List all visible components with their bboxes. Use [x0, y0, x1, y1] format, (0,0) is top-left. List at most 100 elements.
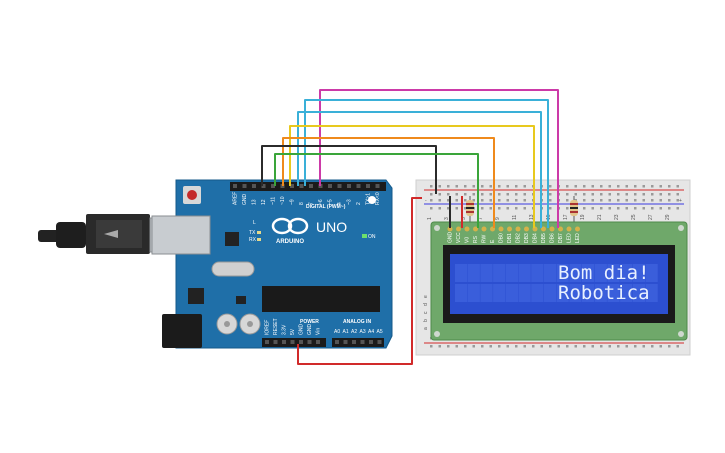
- lcd-pin[interactable]: [507, 226, 512, 232]
- digital-pin-hole[interactable]: [309, 184, 313, 188]
- lcd-pin-label: DB5: [541, 233, 547, 243]
- analog-pin-hole[interactable]: [360, 340, 365, 344]
- lcd-pin[interactable]: [447, 226, 453, 232]
- breadboard-row-letter: c: [423, 311, 429, 314]
- digital-pin-hole[interactable]: [271, 184, 275, 188]
- lcd-pin-label: RW: [482, 234, 488, 243]
- wire-green[interactable]: [274, 153, 479, 228]
- lcd-pin[interactable]: [456, 226, 461, 232]
- lcd-pin[interactable]: [498, 226, 504, 232]
- wire-black[interactable]: [261, 145, 437, 194]
- resistor-left[interactable]: [466, 196, 474, 222]
- analog-pin-hole[interactable]: [377, 340, 382, 344]
- breadboard-row-letter: d: [423, 303, 429, 306]
- power-pin-hole[interactable]: [316, 340, 320, 344]
- arduino-uno-board[interactable]: ARDUINO UNO L TX RX ON DIGITAL (PWM~) PO…: [151, 179, 393, 349]
- on-led-label: ON: [368, 234, 376, 240]
- lcd-pin[interactable]: [549, 226, 555, 232]
- lcd-pin-label: V0: [465, 237, 471, 243]
- analog-pin-hole[interactable]: [352, 340, 356, 344]
- wires[interactable]: [261, 89, 559, 365]
- lcd-pin[interactable]: [566, 226, 572, 232]
- power-pin-hole[interactable]: [290, 340, 295, 344]
- lcd-pin[interactable]: [464, 226, 470, 232]
- digital-pin-label: TX>1: [366, 193, 372, 205]
- resistor-right[interactable]: [570, 196, 578, 222]
- lcd-pin[interactable]: [575, 226, 580, 232]
- lcd-pin-label: DB6: [550, 233, 556, 243]
- digital-pin-hole[interactable]: [242, 184, 247, 188]
- analog-header[interactable]: [332, 338, 384, 347]
- digital-pin-hole[interactable]: [356, 184, 361, 188]
- breadboard-column-number: 5: [461, 217, 467, 220]
- analog-pin-hole[interactable]: [369, 340, 373, 344]
- analog-pin-label: A1: [343, 329, 349, 335]
- lcd-pin[interactable]: [515, 226, 521, 232]
- digital-pin-hole[interactable]: [252, 184, 256, 188]
- rail-plus-label: +: [679, 198, 682, 204]
- breadboard-column-number: 11: [512, 215, 518, 220]
- lcd-pin[interactable]: [524, 226, 529, 232]
- lcd-pin[interactable]: [473, 226, 478, 232]
- digital-header-label: DIGITAL (PWM~): [306, 204, 346, 210]
- power-pin-hole[interactable]: [265, 340, 269, 344]
- rail-minus-label: -: [425, 198, 427, 204]
- lcd-line-1: Bom dia!: [558, 262, 650, 284]
- lcd-pin[interactable]: [481, 226, 487, 232]
- lcd-pin[interactable]: [558, 226, 563, 232]
- digital-pin-hole[interactable]: [261, 184, 266, 188]
- power-pin-hole[interactable]: [307, 340, 312, 344]
- breadboard-column-number: 21: [597, 214, 603, 220]
- lcd-pin-label: DB3: [524, 233, 530, 243]
- digital-header[interactable]: [230, 182, 386, 191]
- analog-pin-label: A5: [377, 329, 383, 335]
- lcd-pin-label: DB1: [507, 233, 513, 243]
- digital-pin-hole[interactable]: [290, 184, 294, 188]
- lcd-character-cells: [455, 264, 658, 302]
- analog-pin-hole[interactable]: [343, 340, 348, 344]
- lcd-pin-label: E: [490, 239, 496, 243]
- power-pin-hole[interactable]: [299, 340, 303, 344]
- lcd-pin-label: RS: [473, 235, 479, 243]
- power-pin-label: Vin: [316, 328, 322, 335]
- breadboard-column-number: 19: [580, 214, 586, 220]
- wire-yellow[interactable]: [289, 125, 535, 228]
- digital-pin-label: AREF: [233, 192, 239, 205]
- power-pin-hole[interactable]: [273, 340, 278, 344]
- lcd-pin-header[interactable]: [447, 226, 581, 232]
- rx-led-label: RX: [249, 237, 257, 243]
- lcd-line-2: Robotica: [558, 282, 650, 304]
- digital-pin-hole[interactable]: [366, 184, 370, 188]
- digital-pin-hole[interactable]: [299, 184, 304, 188]
- power-header[interactable]: [262, 338, 326, 347]
- digital-pin-hole[interactable]: [233, 184, 237, 188]
- digital-pin-label: RX<0: [375, 192, 381, 205]
- wire-cyan[interactable]: [304, 99, 549, 228]
- wire-red[interactable]: [297, 197, 422, 365]
- digital-pin-hole[interactable]: [337, 184, 342, 188]
- lcd-pin[interactable]: [541, 226, 546, 232]
- digital-pin-hole[interactable]: [375, 184, 380, 188]
- digital-pin-label: 4: [337, 202, 343, 205]
- power-header-label: POWER: [300, 319, 319, 325]
- breadboard-column-number: 13: [529, 214, 535, 220]
- digital-pin-hole[interactable]: [347, 184, 351, 188]
- power-pin-hole[interactable]: [282, 340, 286, 344]
- wire-orange[interactable]: [282, 137, 495, 228]
- breadboard-column-number: 23: [614, 214, 620, 220]
- wire-cyan-2[interactable]: [297, 111, 542, 228]
- power-pin-label: GND: [307, 324, 313, 336]
- digital-pin-label: ~9: [290, 199, 296, 205]
- analog-pin-hole[interactable]: [335, 340, 339, 344]
- analog-pin-label: A4: [368, 329, 374, 335]
- digital-pin-label: ~11: [271, 197, 277, 205]
- digital-pin-label: ~6: [318, 199, 324, 205]
- digital-pin-label: GND: [242, 194, 248, 206]
- breadboard-column-number: 9: [495, 217, 501, 220]
- digital-pin-label: ~5: [328, 199, 334, 205]
- digital-pin-hole[interactable]: [328, 184, 332, 188]
- lcd-pin-label: LED: [575, 233, 581, 243]
